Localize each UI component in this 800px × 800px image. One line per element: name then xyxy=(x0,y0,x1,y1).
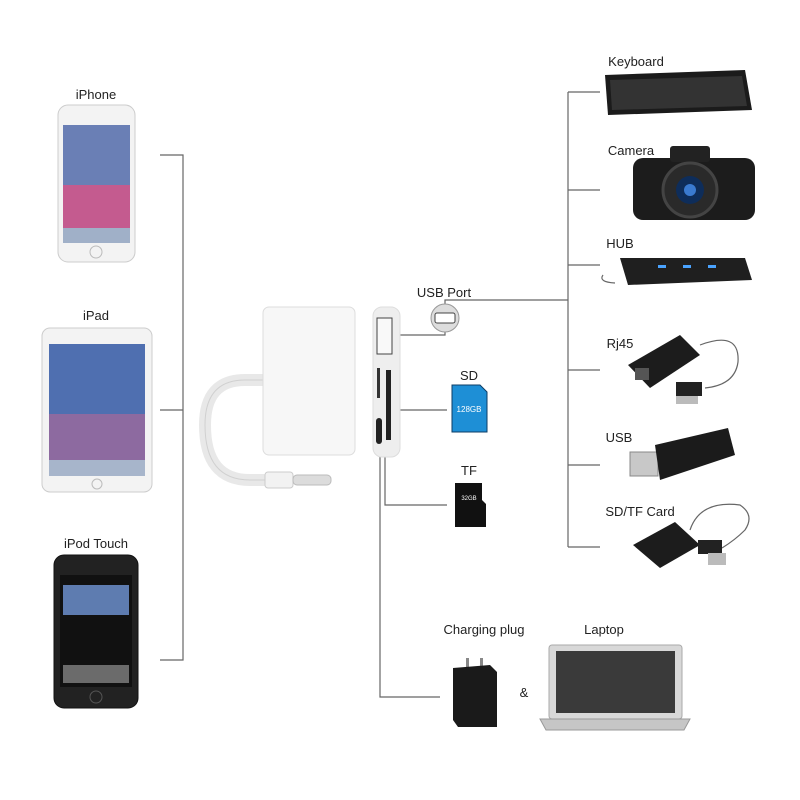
camera-label: Camera xyxy=(608,143,655,158)
rj45-label: Rj45 xyxy=(607,336,634,351)
usb-label: USB xyxy=(606,430,633,445)
ampersand: & xyxy=(520,685,529,700)
tf-card-capacity: 32GB xyxy=(461,496,476,502)
iphone-image xyxy=(57,104,136,263)
hub-image xyxy=(601,258,752,285)
tf-label: TF xyxy=(461,463,477,478)
usb-line xyxy=(398,299,568,336)
sd-card-icon: 128GB xyxy=(451,384,488,433)
ipod-label: iPod Touch xyxy=(64,536,128,551)
charging-plug-image xyxy=(453,658,497,727)
sd-label: SD xyxy=(460,368,478,383)
tf-line xyxy=(384,450,447,506)
rj45-adapter-image xyxy=(628,335,739,404)
card-reader-image xyxy=(633,503,750,568)
hub-label: HUB xyxy=(606,236,633,251)
adapter-image xyxy=(198,306,401,489)
sd-tf-card-label: SD/TF Card xyxy=(605,504,674,519)
ipod-touch-image xyxy=(53,554,139,709)
camera-image xyxy=(633,146,755,220)
usb-port-icon xyxy=(430,303,460,333)
charging-line xyxy=(379,455,440,698)
keyboard-image xyxy=(605,70,752,115)
right-bracket xyxy=(567,91,600,548)
sd-card-capacity: 128GB xyxy=(457,405,482,414)
tf-card-icon: 32GB xyxy=(455,483,486,527)
ipad-label: iPad xyxy=(83,308,109,323)
laptop-image xyxy=(539,644,691,731)
ipad-image xyxy=(41,327,153,493)
usb-port-label: USB Port xyxy=(417,285,472,300)
connector-lines xyxy=(160,91,600,698)
keyboard-label: Keyboard xyxy=(608,54,664,69)
iphone-label: iPhone xyxy=(76,87,116,102)
left-bracket xyxy=(160,154,184,661)
usb-drive-image xyxy=(629,428,735,480)
laptop-label: Laptop xyxy=(584,622,624,637)
charging-plug-label: Charging plug xyxy=(444,622,525,637)
